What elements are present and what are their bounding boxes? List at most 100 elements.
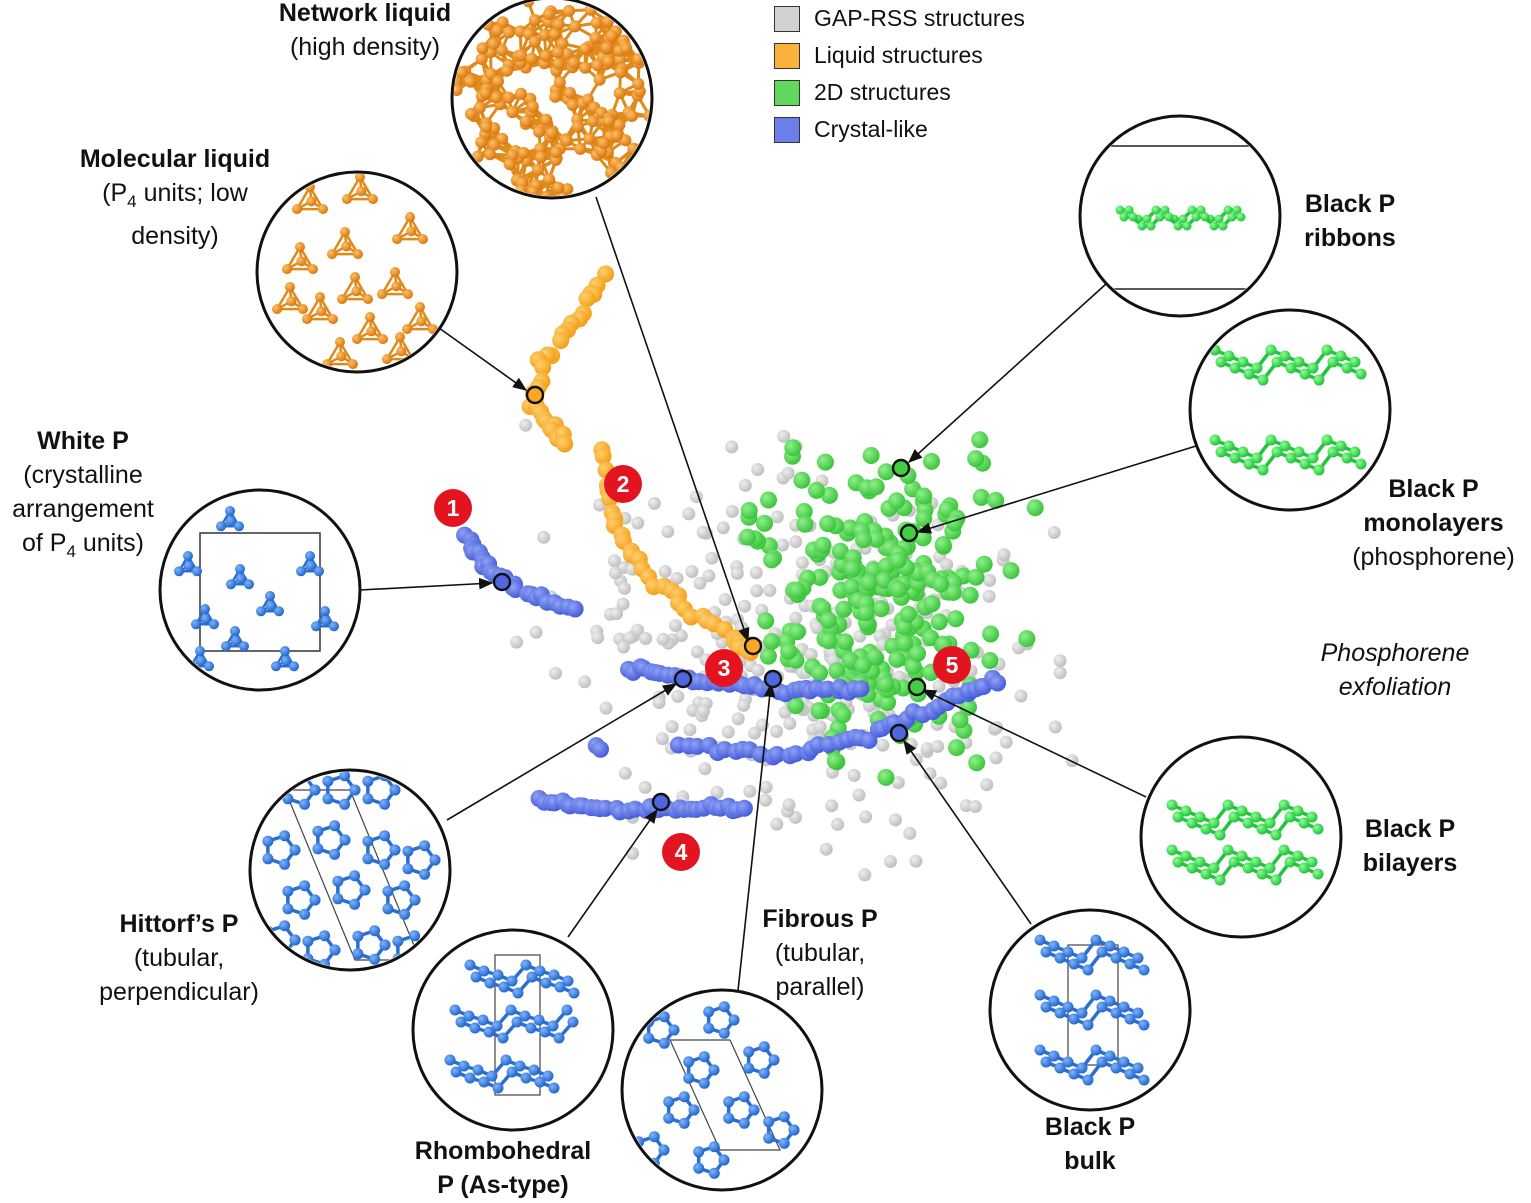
atom <box>235 573 246 584</box>
atom <box>589 31 602 44</box>
atom <box>1200 868 1212 880</box>
gap-rss-point <box>847 768 861 782</box>
atom <box>418 234 428 245</box>
twod-point <box>923 595 941 613</box>
atom <box>495 44 508 57</box>
twod-point <box>967 450 985 468</box>
gap-rss-point <box>997 548 1011 562</box>
atom <box>534 142 547 155</box>
gap-rss-point <box>519 418 533 432</box>
atom <box>1279 440 1291 452</box>
atom <box>1327 356 1339 368</box>
atom <box>382 354 392 365</box>
callout-arrow <box>567 808 658 938</box>
atom <box>470 971 482 983</box>
gap-rss-point <box>690 645 704 659</box>
label-title: Black P <box>1388 475 1479 503</box>
atom <box>538 29 551 41</box>
atom <box>569 20 581 33</box>
callout-arrow <box>907 283 1107 463</box>
atom <box>296 566 306 577</box>
atom <box>352 930 364 942</box>
atom <box>1082 964 1094 976</box>
atom <box>743 1062 755 1074</box>
atom <box>262 835 274 847</box>
atom <box>1124 958 1136 970</box>
atom <box>340 227 350 237</box>
atom <box>1355 368 1367 380</box>
gap-rss-point <box>731 712 745 726</box>
atom <box>1264 817 1276 829</box>
atom <box>698 1077 710 1089</box>
gap-rss-point <box>989 751 1003 765</box>
atom <box>279 920 291 932</box>
inset-content <box>174 506 339 672</box>
unit-cell <box>199 532 321 652</box>
note-line: Phosphorene <box>1320 639 1470 667</box>
inset-background <box>160 490 360 690</box>
atom <box>563 86 576 99</box>
highlight-marker <box>743 636 763 656</box>
atom <box>409 958 421 968</box>
liquid-point <box>594 447 612 465</box>
inset-black-p-monolayers <box>1188 308 1392 512</box>
label-network-liquid: Network liquid (high density) <box>240 0 490 64</box>
atom <box>492 1082 504 1094</box>
atom <box>444 1054 456 1066</box>
twod-point <box>948 739 965 757</box>
gap-rss-point <box>718 593 732 606</box>
inset-content <box>1110 145 1250 290</box>
atom <box>280 655 291 666</box>
label-black-p-bilayers: Black P bilayers <box>1340 812 1480 880</box>
twod-point <box>784 439 802 457</box>
gap-rss-point <box>763 584 777 597</box>
atom <box>339 834 351 846</box>
atom <box>688 1104 700 1116</box>
atom <box>405 212 415 222</box>
atom <box>409 894 421 906</box>
atom <box>329 820 341 832</box>
atom <box>464 75 477 88</box>
atom <box>1236 212 1246 222</box>
atom <box>626 110 638 122</box>
atom <box>289 844 301 856</box>
atom <box>319 930 331 942</box>
atom <box>540 113 553 126</box>
atom <box>1313 464 1325 476</box>
atom <box>458 1060 470 1072</box>
atom <box>1151 205 1161 215</box>
twod-point <box>835 600 853 618</box>
twod-point <box>757 612 775 630</box>
gap-rss-point <box>638 780 652 794</box>
atom <box>778 1111 790 1123</box>
atom <box>528 14 541 26</box>
atom <box>419 868 431 880</box>
atom <box>620 42 633 55</box>
atom <box>1218 221 1228 231</box>
atom <box>678 1117 690 1129</box>
atom <box>336 351 347 362</box>
gap-rss-point <box>725 440 739 454</box>
atom <box>1194 811 1206 823</box>
twod-point <box>875 571 893 589</box>
atom <box>501 64 513 77</box>
atom <box>633 1152 645 1164</box>
atom <box>382 903 394 915</box>
inset-border <box>248 768 452 972</box>
atom <box>698 1051 710 1063</box>
atom <box>488 138 501 151</box>
twod-point <box>879 694 897 711</box>
atom <box>561 1004 573 1016</box>
atom <box>295 242 305 252</box>
atom <box>399 880 411 892</box>
gap-rss-point <box>782 798 796 812</box>
twod-point <box>760 491 777 509</box>
atom <box>262 853 274 865</box>
label-desc-sub: 4 <box>66 542 76 561</box>
atom <box>1271 356 1283 368</box>
twod-point <box>820 632 837 650</box>
atom <box>500 1054 512 1066</box>
atom <box>1164 212 1174 222</box>
atom <box>1068 1068 1080 1080</box>
twod-point <box>780 642 798 660</box>
